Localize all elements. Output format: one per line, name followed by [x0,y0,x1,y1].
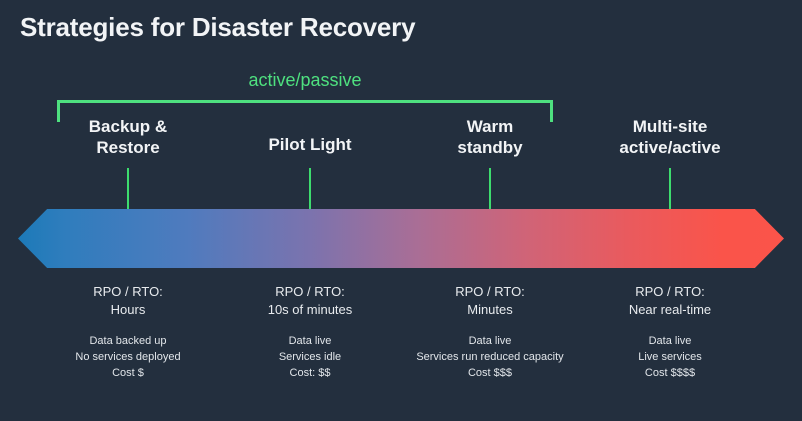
connector-line-warm-standby [489,168,491,212]
rpo-rto-value: RPO / RTO: Near real-time [628,284,712,317]
strategy-specs: Data live Services idle Cost: $$ [278,335,342,379]
detail-block-pilot-light: RPO / RTO: 10s of minutes Data live Serv… [205,283,415,382]
page-title: Strategies for Disaster Recovery [20,12,416,42]
strategy-column-multi-site: Multi-site active/active [575,116,765,159]
strategy-column-pilot-light: Pilot Light [215,134,405,155]
rpo-rto-value: RPO / RTO: Hours [93,284,163,317]
connector-line-pilot-light [309,168,311,212]
strategy-specs: Data live Services run reduced capacity … [416,335,564,379]
recovery-spectrum-arrow [18,209,784,268]
strategy-column-warm-standby: Warm standby [395,116,585,159]
strategy-heading: Warm standby [457,117,523,158]
strategy-specs: Data backed up No services deployed Cost… [75,335,181,379]
rpo-rto-value: RPO / RTO: 10s of minutes [267,284,353,317]
connector-line-multi-site [669,168,671,212]
strategy-heading: Backup & Restore [88,117,168,158]
detail-block-multi-site: RPO / RTO: Near real-time Data live Live… [565,283,775,382]
connector-line-backup-restore [127,168,129,212]
strategy-heading: Multi-site active/active [619,117,721,158]
rpo-rto-value: RPO / RTO: Minutes [455,284,525,317]
active-passive-label: active/passive [248,70,362,90]
detail-block-backup-restore: RPO / RTO: Hours Data backed up No servi… [23,283,233,382]
strategy-heading: Pilot Light [268,135,352,154]
active-passive-bracket [57,100,553,122]
detail-block-warm-standby: RPO / RTO: Minutes Data live Services ru… [385,283,595,382]
strategy-specs: Data live Live services Cost $$$$ [638,335,702,379]
strategy-column-backup-restore: Backup & Restore [33,116,223,159]
